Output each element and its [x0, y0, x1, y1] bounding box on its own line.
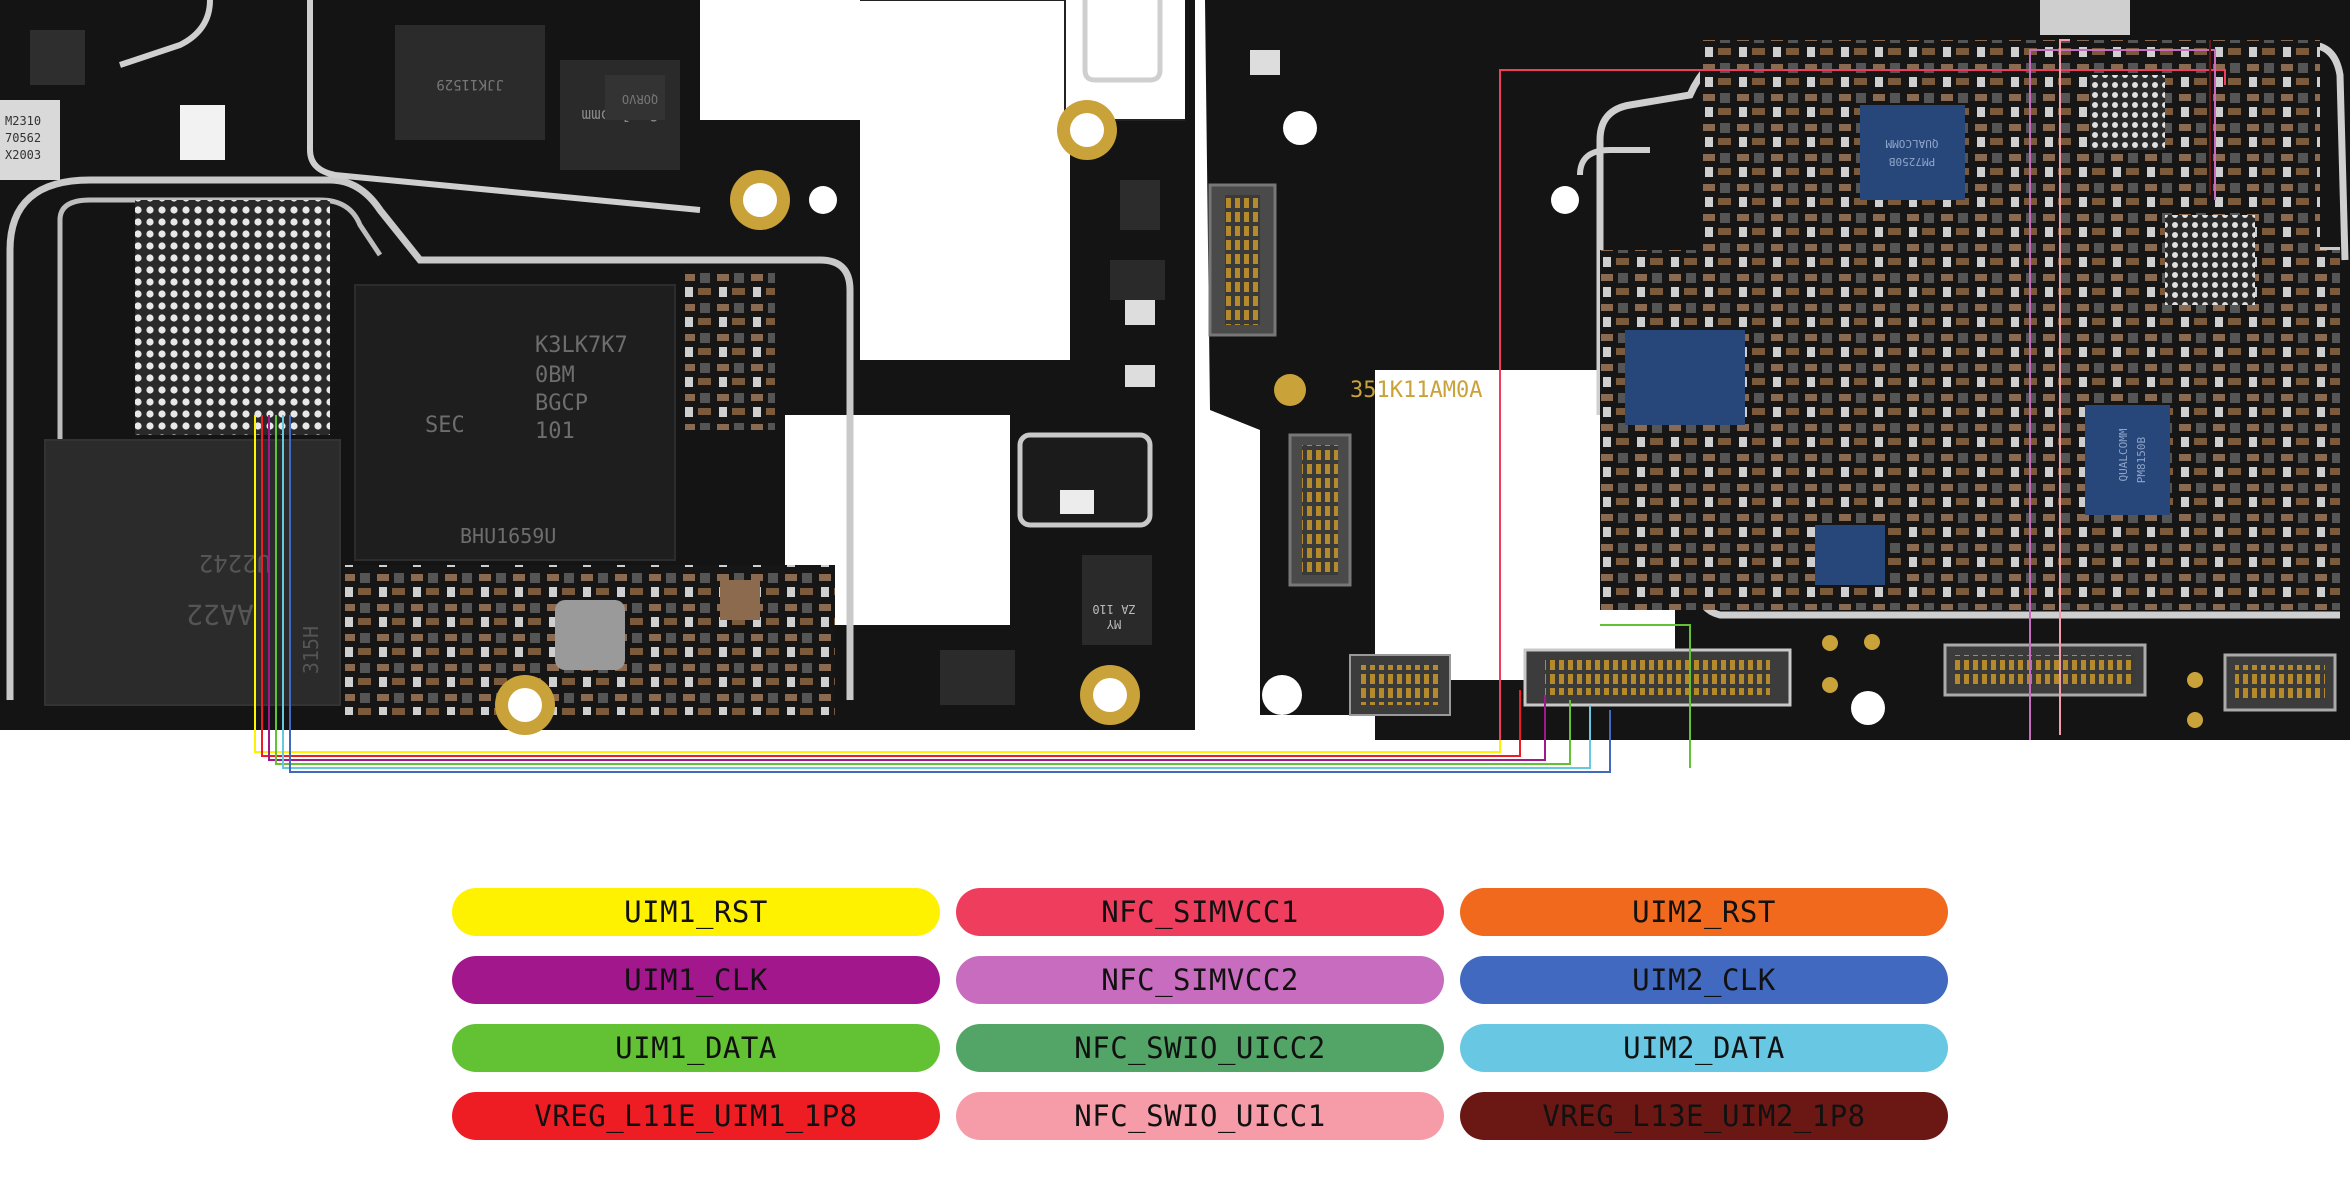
ram-chip [354, 284, 676, 561]
left-chip-marking-3: X2003 [5, 148, 41, 162]
legend-item-uim1-data: UIM1_DATA [452, 1024, 940, 1072]
left-board: JJK11529 Qualcomm QORVO M2310 70562 X200… [0, 0, 1195, 735]
legend-item-nfc-simvcc2: NFC_SIMVCC2 [956, 956, 1444, 1004]
signal-legend: UIM1_RST NFC_SIMVCC1 UIM2_RST UIM1_CLK NFC_S… [452, 888, 1948, 1140]
pmic-code-1: PM7250B [1888, 155, 1935, 168]
legend-item-vreg-l13e-uim2-1p8: VREG_L13E_UIM2_1P8 [1460, 1092, 1948, 1140]
storage-marking: AA22 [186, 598, 253, 631]
board-id-marking: 351K11AM0A [1350, 378, 1482, 403]
legend-item-nfc-simvcc1: NFC_SIMVCC1 [956, 888, 1444, 936]
pmic-marking-2: QUALCOMM [2117, 428, 2130, 481]
sim-trace-lines [254, 39, 2226, 773]
ram-lot: BHU1659U [460, 524, 556, 548]
pmic-chip-right [2085, 405, 2170, 515]
legend-item-uim1-clk: UIM1_CLK [452, 956, 940, 1004]
legend-item-nfc-swio-uicc1: NFC_SWIO_UICC1 [956, 1092, 1444, 1140]
pmic-chip-left [1625, 330, 1745, 425]
storage-side-marking: 315H [299, 626, 323, 674]
left-chip-marking-2: 70562 [5, 131, 41, 145]
legend-item-nfc-swio-uicc2: NFC_SWIO_UICC2 [956, 1024, 1444, 1072]
legend-item-uim2-clk: UIM2_CLK [1460, 956, 1948, 1004]
ram-marking-2: 0BM [535, 363, 575, 388]
pmic-marking-1: QUALCOMM [1885, 137, 1938, 150]
ram-brand: SEC [425, 413, 465, 438]
legend-item-uim2-rst: UIM2_RST [1460, 888, 1948, 936]
legend-item-vreg-l11e-uim1-1p8: VREG_L11E_UIM1_1P8 [452, 1092, 940, 1140]
legend-item-uim2-data: UIM2_DATA [1460, 1024, 1948, 1072]
pmic-code-2: PM8150B [2135, 436, 2148, 483]
circuit-board-photo: JJK11529 Qualcomm QORVO M2310 70562 X200… [0, 0, 2350, 773]
pmic-chip-top [1860, 105, 1965, 200]
bga-pad-array [135, 200, 330, 435]
ram-marking: K3LK7K7 [535, 333, 628, 358]
ram-marking-4: 101 [535, 419, 575, 444]
mid-board-marking: ZA 110 [1092, 602, 1135, 616]
legend-item-uim1-rst: UIM1_RST [452, 888, 940, 936]
mid-board-marking-2: MY [1106, 617, 1121, 631]
qorvo-marking: QORVO [622, 92, 658, 106]
chip-marking: JJK11529 [436, 76, 503, 92]
storage-chip [44, 439, 341, 706]
storage-marking-2: U2242 [199, 549, 271, 577]
right-board: 351K11AM0A QUALCOMM PM7250B QUALCOMM PM8… [1205, 0, 2350, 740]
ram-marking-3: BGCP [535, 391, 588, 416]
left-chip-marking-1: M2310 [5, 114, 41, 128]
